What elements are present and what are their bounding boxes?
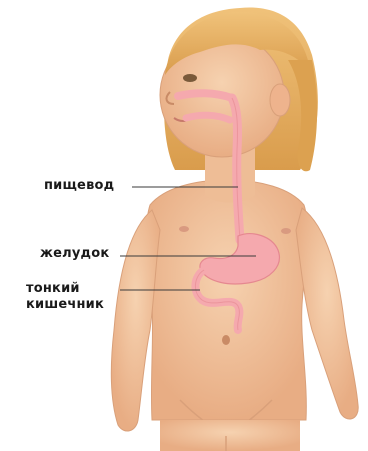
label-stomach: желудок — [40, 246, 109, 261]
nipple-left — [179, 226, 189, 232]
navel — [222, 335, 230, 345]
legs — [160, 420, 300, 451]
ear — [270, 84, 290, 116]
label-small-intestine-line1: тонкий — [26, 281, 80, 296]
label-esophagus: пищевод — [44, 178, 114, 193]
nipple-right — [281, 228, 291, 234]
label-small-intestine-line2: кишечник — [26, 297, 104, 312]
eye — [183, 74, 197, 82]
